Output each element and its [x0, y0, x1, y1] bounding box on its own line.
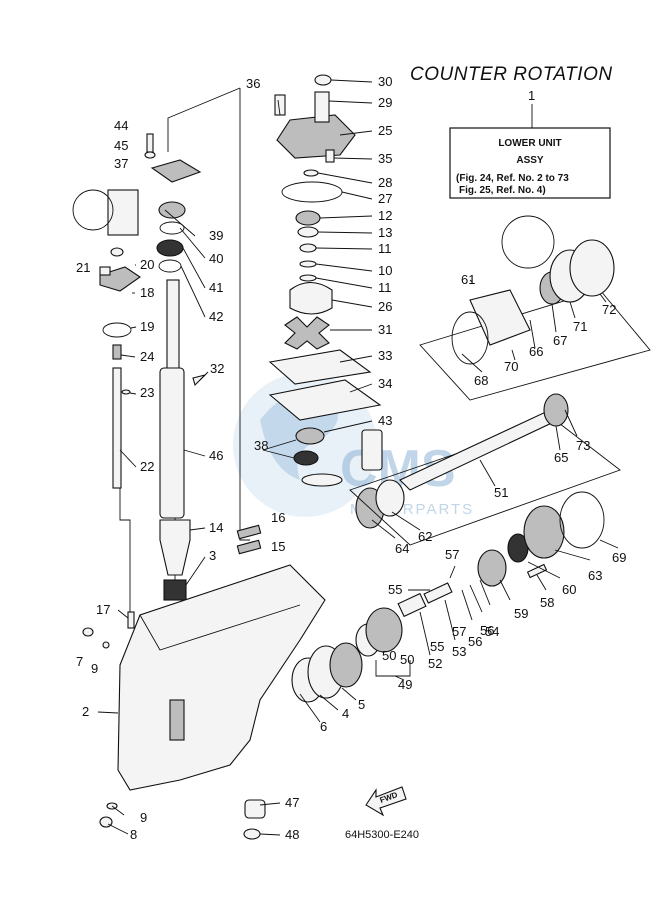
- part-label-28: 28: [378, 175, 392, 190]
- part-label-57: 57: [452, 624, 466, 639]
- part-label-30: 30: [378, 74, 392, 89]
- part-label-56: 56: [468, 634, 482, 649]
- part-label-56: 56: [480, 623, 494, 638]
- part-label-45: 45: [114, 138, 128, 153]
- assy-line1: LOWER UNIT: [498, 138, 561, 149]
- part-label-14: 14: [209, 520, 223, 535]
- part-label-52: 52: [428, 656, 442, 671]
- part-label-9: 9: [91, 661, 98, 676]
- part-label-12: 12: [378, 208, 392, 223]
- part-label-39: 39: [209, 228, 223, 243]
- part-label-11: 11: [378, 241, 392, 256]
- part-label-10: 10: [378, 263, 392, 278]
- part-label-70: 70: [504, 359, 518, 374]
- part-label-23: 23: [140, 385, 154, 400]
- part-label-47: 47: [285, 795, 299, 810]
- part-label-22: 22: [140, 459, 154, 474]
- part-label-11: 11: [378, 280, 392, 295]
- part-label-50: 50: [400, 652, 414, 667]
- fwd-arrow: FWD: [365, 786, 407, 817]
- part-label-64: 64: [395, 541, 409, 556]
- part-label-20: 20: [140, 257, 154, 272]
- assy-ref: 1: [528, 88, 535, 103]
- part-label-33: 33: [378, 348, 392, 363]
- part-label-55: 55: [430, 639, 444, 654]
- part-label-13: 13: [378, 225, 392, 240]
- part-label-40: 40: [209, 251, 223, 266]
- part-label-16: 16: [271, 510, 285, 525]
- page-title: COUNTER ROTATION: [410, 64, 613, 85]
- part-label-67: 67: [553, 333, 567, 348]
- part-label-2: 2: [82, 704, 89, 719]
- part-label-51: 51: [494, 485, 508, 500]
- drawing-code: 64H5300-E240: [345, 829, 419, 841]
- part-label-53: 53: [452, 644, 466, 659]
- part-label-71: 71: [573, 319, 587, 334]
- part-label-26: 26: [378, 299, 392, 314]
- part-label-50: 50: [382, 648, 396, 663]
- part-label-19: 19: [140, 319, 154, 334]
- part-label-32: 32: [210, 361, 224, 376]
- part-label-5: 5: [358, 697, 365, 712]
- part-label-6: 6: [320, 719, 327, 734]
- part-number-labels: 3029253528271213111011263133344338364445…: [76, 74, 626, 842]
- part-label-72: 72: [602, 302, 616, 317]
- part-label-59: 59: [514, 606, 528, 621]
- leader-lines: [97, 79, 619, 836]
- part-label-37: 37: [114, 156, 128, 171]
- part-label-44: 44: [114, 118, 128, 133]
- part-label-8: 8: [130, 827, 137, 842]
- gear-case: [82, 564, 326, 840]
- part-label-25: 25: [378, 123, 392, 138]
- part-label-24: 24: [140, 349, 154, 364]
- part-label-48: 48: [285, 827, 299, 842]
- part-label-41: 41: [209, 280, 223, 295]
- part-label-34: 34: [378, 376, 392, 391]
- part-label-73: 73: [576, 438, 590, 453]
- part-label-21: 21: [76, 260, 90, 275]
- part-label-18: 18: [140, 285, 154, 300]
- assy-box: 1 LOWER UNIT ASSY (Fig. 24, Ref. No. 2 t…: [449, 88, 611, 199]
- drive-shaft-parts: [72, 133, 262, 601]
- part-label-61: 61: [461, 272, 475, 287]
- part-label-66: 66: [529, 344, 543, 359]
- part-label-29: 29: [378, 95, 392, 110]
- part-label-58: 58: [540, 595, 554, 610]
- part-label-9: 9: [140, 810, 147, 825]
- part-label-55: 55: [388, 582, 402, 597]
- part-label-42: 42: [209, 309, 223, 324]
- part-label-69: 69: [612, 550, 626, 565]
- part-label-35: 35: [378, 151, 392, 166]
- part-label-49: 49: [398, 677, 412, 692]
- part-label-63: 63: [588, 568, 602, 583]
- part-label-57: 57: [445, 547, 459, 562]
- part-label-62: 62: [418, 529, 432, 544]
- assy-line3: (Fig. 24, Ref. No. 2 to 73: [456, 173, 569, 184]
- part-label-17: 17: [96, 602, 110, 617]
- part-label-4: 4: [342, 706, 349, 721]
- part-label-7: 7: [76, 654, 83, 669]
- part-label-68: 68: [474, 373, 488, 388]
- part-label-27: 27: [378, 191, 392, 206]
- part-label-3: 3: [209, 548, 216, 563]
- part-label-54: 54: [485, 624, 499, 639]
- gear-train-parts: [291, 215, 651, 703]
- assy-line2: ASSY: [516, 155, 544, 166]
- part-label-60: 60: [562, 582, 576, 597]
- water-pump-parts: [268, 74, 383, 487]
- part-label-31: 31: [378, 322, 392, 337]
- part-label-38: 38: [254, 438, 268, 453]
- assy-line4: Fig. 25, Ref. No. 4): [459, 185, 546, 196]
- part-label-46: 46: [209, 448, 223, 463]
- part-label-65: 65: [554, 450, 568, 465]
- part-label-43: 43: [378, 413, 392, 428]
- part-label-36: 36: [246, 76, 260, 91]
- part-label-15: 15: [271, 539, 285, 554]
